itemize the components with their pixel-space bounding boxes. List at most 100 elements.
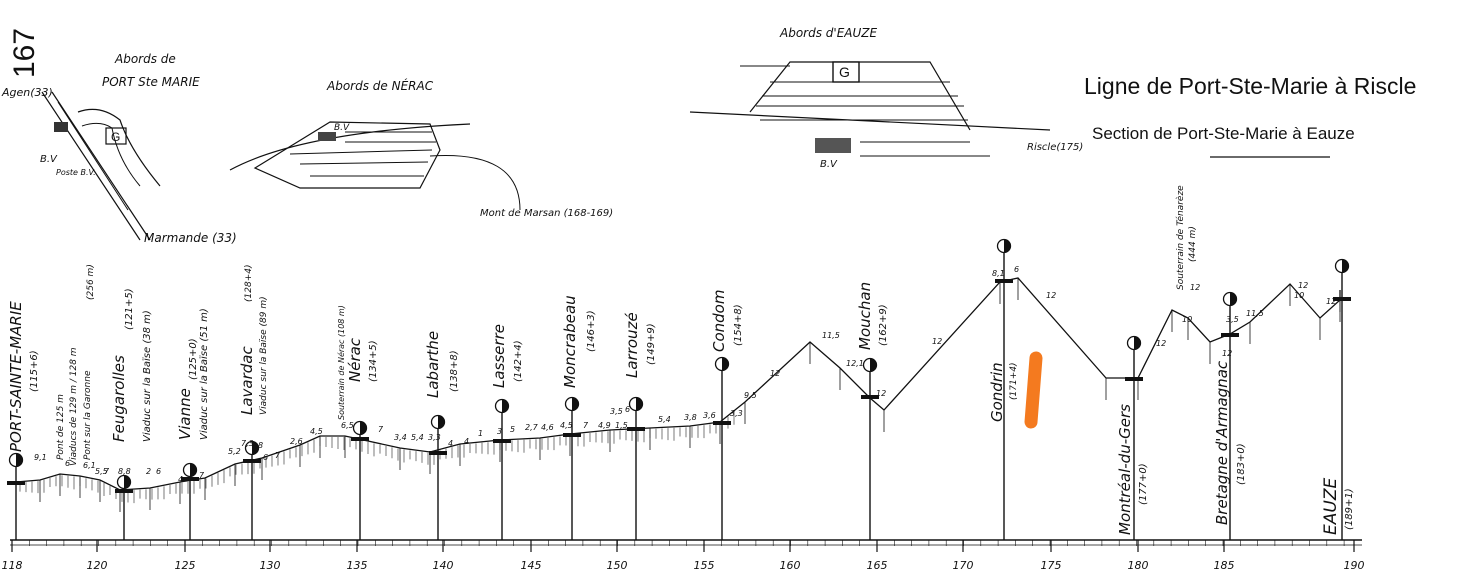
gradient-label: 12 xyxy=(1190,283,1200,292)
station-name-port-sainte-marie: PORT-SAINTE-MARIE xyxy=(7,301,25,452)
station-platform xyxy=(1333,297,1351,301)
gradient-label: 5 xyxy=(510,425,515,434)
station-name-lasserre: Lasserre xyxy=(490,324,508,388)
gradient-label: 7 xyxy=(104,467,110,476)
inset-nerac-heading: Abords de NÉRAC xyxy=(326,78,434,93)
gradient-label: 7 xyxy=(583,421,589,430)
station-name-lavardac: Lavardac xyxy=(238,346,256,415)
station-marker-half xyxy=(438,415,445,429)
page-title: Ligne de Port-Ste-Marie à Riscle xyxy=(1084,73,1416,99)
gradient-label: 6 xyxy=(263,453,268,462)
station-platform xyxy=(429,451,447,455)
gradient-label: 9,5 xyxy=(744,391,757,400)
station-platform xyxy=(861,395,879,399)
station-platform xyxy=(493,439,511,443)
axis-tick-label: 155 xyxy=(694,559,715,572)
gradient-label: 4 xyxy=(464,437,469,446)
station-pk-port-sainte-marie: (115+6) xyxy=(29,350,40,392)
station-name-feugarolles: Feugarolles xyxy=(110,355,128,442)
station-platform xyxy=(713,421,731,425)
station-name-vianne: Vianne xyxy=(176,388,194,440)
axis-tick-label: 170 xyxy=(953,559,974,572)
gradient-label: 7 xyxy=(275,451,281,460)
gradient-label: 10 xyxy=(1294,291,1304,300)
gradient-label: 8,1 xyxy=(992,269,1005,278)
station-marker-half xyxy=(1230,292,1237,306)
station-platform xyxy=(995,279,1013,283)
station-platform xyxy=(115,489,133,493)
station-name-moncrabeau: Moncrabeau xyxy=(561,295,579,388)
station-marker-half xyxy=(502,399,509,413)
station-marker-half xyxy=(190,463,197,477)
structure-viaducs: Viaducs de 129 m / 128 m xyxy=(69,347,79,466)
station-pk-vianne: (125+0) xyxy=(188,338,199,380)
gradient-label: 3,4 xyxy=(394,433,407,442)
station-marker-half xyxy=(572,397,579,411)
gradient-label: 6,1 xyxy=(83,461,96,470)
gradient-label: 2,6 xyxy=(290,437,303,446)
gradient-label: 9,1 xyxy=(34,453,47,462)
gradient-label: 3,5 xyxy=(1226,315,1239,324)
station-name-larrouze: Larrouzé xyxy=(623,312,641,378)
station-marker-half xyxy=(124,475,131,489)
gradient-label: 3,3 xyxy=(428,433,441,442)
station-pk-feugarolles: (121+5) xyxy=(124,288,135,330)
gradient-label: 10 xyxy=(1182,315,1192,324)
station-name-nerac: Nérac xyxy=(346,337,364,382)
station-marker-half xyxy=(1004,239,1011,253)
axis-tick-label: 190 xyxy=(1344,559,1365,572)
inset-nerac-bv: B.V xyxy=(334,123,350,133)
station-marker-half xyxy=(870,358,877,372)
axis-tick-label: 175 xyxy=(1041,559,1062,572)
station-pk-montreal: (177+0) xyxy=(1138,463,1149,505)
station-name-eauze: EAUZE xyxy=(1321,478,1341,535)
station-pk-labarthe: (138+8) xyxy=(449,350,460,392)
gradient-label: 12 xyxy=(1156,339,1166,348)
station-pk-moncrabeau: (146+3) xyxy=(586,310,597,352)
gradient-label: 12 xyxy=(1046,291,1056,300)
inset-nerac-mont: Mont de Marsan (168-169) xyxy=(480,208,613,219)
axis-tick-label: 180 xyxy=(1128,559,1149,572)
station-platform xyxy=(7,481,25,485)
gradient-label: 11,5 xyxy=(822,331,840,340)
gradient-label: 12 xyxy=(932,337,942,346)
gradient-label: 12 xyxy=(876,389,886,398)
structure-pont-125: Pont de 125 m xyxy=(56,394,66,460)
station-pk-gondrin: (171+4) xyxy=(1009,363,1019,400)
gradient-label: 2,7 xyxy=(525,423,539,432)
station-pk-bretagne: (183+0) xyxy=(1236,443,1247,485)
inset-nerac: Abords de NÉRAC B.V Mont de Marsan (168-… xyxy=(229,78,613,219)
inset-port-poste: Poste B.V. xyxy=(56,168,96,177)
station-marker-half xyxy=(360,421,367,435)
station-pk-condom: (154+8) xyxy=(733,304,744,346)
axis-tick-label: 185 xyxy=(1214,559,1235,572)
gradient-label: 4 xyxy=(178,475,183,484)
axis-tick-label: 160 xyxy=(780,559,801,572)
structure-viaduc-38: Viaduc sur la Baïse (38 m) xyxy=(142,310,153,442)
gradient-label: 8,8 xyxy=(118,467,131,476)
gradient-label: 5,5 xyxy=(95,467,108,476)
station-marker-half xyxy=(1134,336,1141,350)
inset-eauze-g: G xyxy=(839,64,850,80)
gradient-label: 3,6 xyxy=(703,411,716,420)
structure-pont-garonne: Pont sur la Garonne xyxy=(83,370,93,460)
axis-tick-label: 118 xyxy=(2,559,23,572)
station-marker-half xyxy=(1342,259,1349,273)
gradient-label: 8 xyxy=(258,441,263,450)
gradient-label: 6 xyxy=(625,405,630,414)
axis-tick-label: 125 xyxy=(175,559,196,572)
inset-port-g: G xyxy=(111,130,120,144)
station-pk-mouchan: (162+9) xyxy=(878,304,889,346)
station-platform xyxy=(181,477,199,481)
gradient-label: 2 xyxy=(146,467,151,476)
gradient-label: 6,5 xyxy=(341,421,354,430)
inset-eauze-bv: B.V xyxy=(820,159,838,170)
station-marker-half xyxy=(16,453,23,467)
axis-tick-label: 120 xyxy=(87,559,108,572)
gradient-label: 11,5 xyxy=(1246,309,1264,318)
station-platform xyxy=(627,427,645,431)
inset-eauze: Abords d'EAUZE G B.V Riscle(175) xyxy=(689,26,1083,170)
